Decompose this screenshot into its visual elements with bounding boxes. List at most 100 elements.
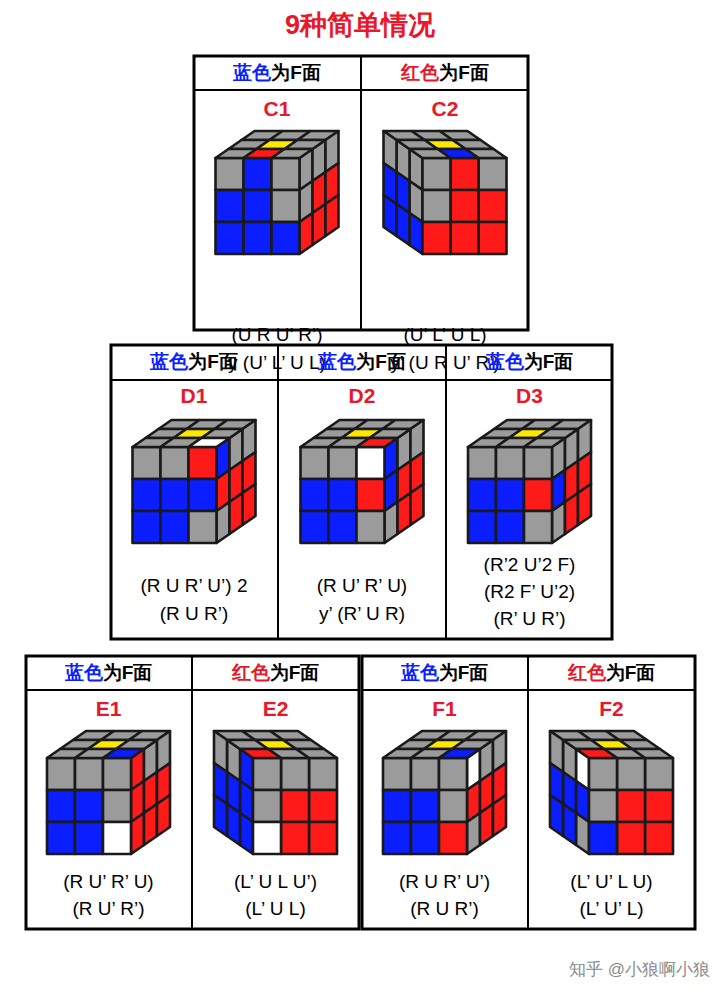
cube-sticker: [272, 222, 300, 254]
cube-sticker: [563, 804, 576, 845]
panel-header: 红色为F面: [192, 655, 359, 690]
algorithm-text: (R’ U R’): [493, 607, 565, 631]
case-label: F2: [528, 697, 695, 721]
cube-sticker: [617, 822, 645, 854]
cube-sticker: [479, 190, 507, 222]
algorithm-text: (R2 F’ U’2): [484, 580, 575, 604]
cube-sticker: [383, 822, 411, 854]
cube-sticker: [189, 447, 217, 479]
cube-sticker: [370, 429, 411, 438]
algorithm-line: (L’ U L): [192, 897, 359, 921]
cube-sticker: [617, 790, 645, 822]
algorithm-line: (L’ U’ L U): [528, 870, 695, 894]
cube-sticker: [398, 493, 411, 534]
algorithm-text: (R U R’ U’): [399, 870, 490, 894]
cube-sticker: [189, 511, 217, 543]
face-color: 蓝色: [233, 62, 271, 83]
algorithm-line: (U R U’ R’): [193, 323, 361, 347]
cube-sticker: [309, 822, 337, 854]
cube-sticker: [411, 790, 439, 822]
cube-sticker: [439, 758, 467, 790]
algorithm-line: (R U’ R’): [25, 897, 192, 921]
header-text: 为F面: [524, 351, 574, 372]
cube-sticker: [524, 447, 552, 479]
cube-sticker: [496, 447, 524, 479]
cube-sticker: [240, 813, 253, 854]
cube-sticker: [227, 804, 240, 845]
cube-sticker: [411, 822, 439, 854]
cube-sticker: [281, 758, 309, 790]
cube-sticker: [357, 511, 385, 543]
header-text: 为F面: [606, 662, 656, 683]
cube-sticker: [103, 758, 131, 790]
cube-sticker: [329, 511, 357, 543]
cube-sticker: [423, 222, 451, 254]
algorithm-line: (R U R’): [361, 897, 528, 921]
cube-sticker: [550, 795, 563, 836]
cube-sticker: [301, 447, 329, 479]
cube-sticker: [202, 429, 243, 438]
case-label: F1: [361, 697, 528, 721]
cube: [550, 731, 673, 854]
panel-header: 红色为F面: [528, 655, 695, 690]
cube-sticker: [329, 447, 357, 479]
case-panel: 红色为F面E2(L’ U L U’)(L’ U L): [192, 655, 359, 930]
cube-sticker: [216, 190, 244, 222]
algorithm-line: (L’ U’ L): [528, 897, 695, 921]
face-color: 蓝色: [65, 662, 103, 683]
cube-sticker: [423, 190, 451, 222]
cube-sticker: [452, 740, 493, 749]
case-panel: 红色为F面 F2 (L’ U’ L U) (L’ U’ L): [528, 655, 695, 930]
cube-sticker: [578, 484, 591, 525]
cube-sticker: [645, 790, 673, 822]
cube-sticker: [313, 204, 326, 245]
cube-sticker: [230, 493, 243, 534]
case-label: E1: [25, 697, 192, 721]
panel-header: 蓝色为F面: [278, 344, 446, 379]
cube: [468, 420, 591, 543]
cube-sticker: [397, 204, 410, 245]
algorithm-text: (R U’ R’ U): [317, 574, 407, 598]
cube-sticker: [385, 502, 398, 543]
algorithm-line: (L’ U L U’): [192, 870, 359, 894]
cube-sticker: [565, 493, 578, 534]
panel-header: 蓝色为F面: [361, 655, 528, 690]
face-color: 红色: [232, 662, 270, 683]
cube-sticker: [301, 511, 329, 543]
face-color: 蓝色: [150, 351, 188, 372]
cube-sticker: [397, 140, 438, 149]
cube-sticker: [144, 804, 157, 845]
algorithm-line: (R’2 U’2 F): [446, 553, 613, 577]
cube-sticker: [47, 758, 75, 790]
header-text: 为F面: [188, 351, 238, 372]
cube-sticker: [537, 429, 578, 438]
cube-sticker: [383, 758, 411, 790]
cube-sticker: [480, 804, 493, 845]
algorithm-text: (L’ U L): [245, 897, 306, 921]
cube-sticker: [131, 813, 144, 854]
header-text: 为F面: [103, 662, 153, 683]
header-text: 为F面: [439, 62, 489, 83]
cube-sticker: [75, 758, 103, 790]
algorithm-text: (L’ U’ L U): [570, 870, 652, 894]
cube: [47, 731, 170, 854]
cube-sticker: [272, 158, 300, 190]
cube-sticker: [496, 511, 524, 543]
case-label: D1: [110, 384, 278, 408]
cube-sticker: [300, 213, 313, 254]
cube-sticker: [253, 822, 281, 854]
algorithm-line: (U’ L’ U L): [361, 323, 529, 347]
cube-sticker: [281, 790, 309, 822]
header-text: 为F面: [270, 662, 320, 683]
cube-sticker: [589, 758, 617, 790]
case-panel: 蓝色为F面D1(R U R’ U’) 2(R U R’): [110, 344, 278, 640]
cube-sticker: [496, 479, 524, 511]
cube-sticker: [243, 484, 256, 525]
algorithm-text: (R’2 U’2 F): [484, 553, 576, 577]
algorithm-text: (U R U’ R’): [231, 323, 322, 347]
cube-sticker: [214, 795, 227, 836]
case-label: C1: [193, 97, 361, 121]
case-label: D2: [278, 384, 446, 408]
algorithm-text: (U’ L’ U L): [403, 323, 486, 347]
